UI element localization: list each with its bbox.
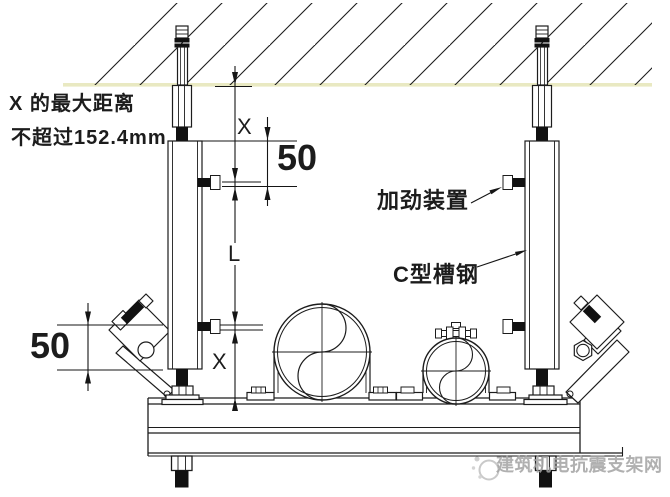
base-plate <box>523 398 568 406</box>
note-max-distance-line2: 不超过152.4mm <box>11 127 167 149</box>
watermark-text: 建筑机电抗震支架网 <box>496 455 663 475</box>
dim-label-50-lower: 50 <box>30 325 71 366</box>
pipe-section-s-symbol <box>297 303 347 401</box>
label-stiffener-device: 加劲装置 <box>377 188 470 213</box>
right-hanger-rod <box>502 25 568 406</box>
brace-bolt <box>582 304 602 324</box>
dim-label-L: L <box>226 241 243 266</box>
left-sway-brace <box>108 293 175 398</box>
small-pipe-assembly <box>395 322 517 406</box>
right-hanging-bolt <box>534 455 557 488</box>
pipe-foot <box>395 391 424 401</box>
rod-coupler <box>531 84 553 128</box>
dimension-arrows <box>85 72 271 411</box>
note-max-distance-line1: X 的最大距离 <box>9 93 135 115</box>
pipe-foot <box>246 391 275 401</box>
brace-pivot <box>137 341 155 359</box>
stiffener-bolt <box>512 178 526 187</box>
brace-bolt <box>120 300 145 325</box>
dim-label-50-upper: 50 <box>277 137 318 178</box>
pipe-foot <box>488 391 517 401</box>
c-channel-stiffener <box>167 140 203 370</box>
leader-lines <box>470 187 527 268</box>
left-hanger-rod <box>161 25 221 406</box>
left-hanging-bolt <box>170 455 193 488</box>
ceiling-slab-hatch <box>63 3 652 87</box>
dim-label-x-lower: X <box>212 349 227 374</box>
pipe-section-s-symbol <box>438 337 474 405</box>
base-plate <box>161 398 204 406</box>
dim-label-x-upper: X <box>237 114 252 139</box>
stiffener-bolt <box>512 322 526 331</box>
trapeze-channel <box>147 397 624 488</box>
right-sway-brace <box>565 294 630 404</box>
stiffener-bolt <box>197 178 211 187</box>
label-c-channel-steel: C型槽钢 <box>393 262 479 287</box>
rod-coupler <box>171 84 193 128</box>
c-channel-stiffener <box>524 140 560 370</box>
stiffener-bolt <box>197 322 211 331</box>
large-pipe-assembly <box>246 302 397 402</box>
pipe-foot <box>368 391 397 401</box>
anchor-cap <box>535 25 549 39</box>
anchor-cap <box>175 25 189 39</box>
dimension-lines <box>57 66 297 411</box>
watermark-logo-icon <box>471 456 500 481</box>
